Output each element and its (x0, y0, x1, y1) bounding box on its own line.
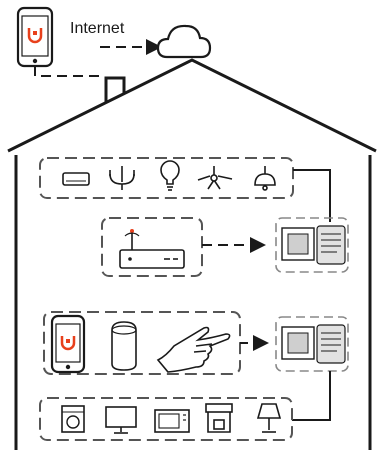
phone-to-cloud-line (34, 66, 100, 77)
smartphone-app-icon (50, 314, 86, 374)
smart-speaker-icon (111, 321, 137, 371)
router-group (101, 217, 203, 277)
smart-switch-module-icon (281, 225, 346, 265)
chandelier-icon (109, 166, 135, 190)
coffee-machine-icon (205, 403, 233, 433)
pendant-lamp-icon (254, 166, 276, 191)
table-lamp-icon (256, 403, 282, 433)
internet-label: Internet (70, 20, 125, 37)
washing-machine-icon (61, 405, 85, 433)
appliances-group (39, 157, 294, 199)
hand-touch-icon (156, 326, 231, 373)
monitor-icon (105, 406, 137, 434)
appliances-connector (293, 169, 331, 222)
top-phone-icon (16, 6, 54, 68)
switch-module-group (275, 316, 349, 372)
bottom-connector (292, 371, 331, 421)
switch-module-group (275, 217, 349, 273)
house-outline (7, 58, 377, 450)
wifi-router-icon (119, 229, 185, 269)
smart-switch-module-icon (281, 324, 346, 364)
cloud-icon (156, 24, 212, 59)
light-bulb-icon (160, 160, 180, 191)
air-conditioner-icon (62, 172, 90, 186)
ceiling-fan-icon (197, 166, 233, 190)
microwave-icon (154, 409, 190, 433)
household-group (39, 397, 293, 441)
